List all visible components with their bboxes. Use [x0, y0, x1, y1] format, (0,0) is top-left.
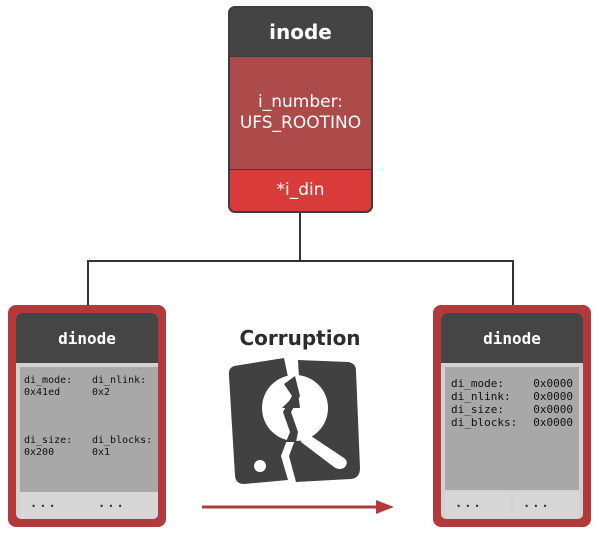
dinode-after-ellipsis-right: ...	[513, 492, 579, 517]
inode-din-pointer: *i_din	[230, 170, 371, 211]
cell-label: di_size:	[24, 435, 73, 446]
field-label: di_nlink:	[451, 390, 511, 403]
dinode-before-ellipsis-right: ...	[88, 492, 158, 519]
connector-right-drop	[512, 260, 514, 306]
cell-label: di_nlink:	[92, 375, 147, 386]
connector-vertical-center	[299, 213, 301, 261]
field-label: di_mode:	[451, 377, 504, 390]
field-row-di-mode: di_mode: 0x0000	[451, 377, 573, 390]
connector-horizontal	[87, 260, 514, 262]
broken-hard-drive-icon	[228, 358, 360, 484]
field-label: di_size:	[451, 403, 504, 416]
cell-value: 0x1	[92, 447, 111, 458]
field-value: 0x0000	[533, 377, 573, 390]
inode-title: inode	[230, 8, 371, 56]
corruption-label: Corruption	[239, 326, 361, 350]
cell-value: 0x200	[24, 447, 55, 458]
field-row-di-size: di_size: 0x0000	[451, 403, 573, 416]
inode-box: inode i_number: UFS_ROOTINO *i_din	[228, 6, 373, 213]
dinode-after-title: dinode	[441, 313, 583, 363]
field-value: 0x0000	[533, 403, 573, 416]
cell-label: di_mode:	[24, 375, 73, 386]
connector-left-drop	[87, 260, 89, 306]
dinode-after-card: dinode di_mode: 0x0000 di_nlink: 0x0000 …	[433, 305, 591, 527]
inode-number-field: i_number: UFS_ROOTINO	[230, 56, 371, 170]
dinode-after-fields: di_mode: 0x0000 di_nlink: 0x0000 di_size…	[445, 367, 579, 490]
dinode-before-title: dinode	[16, 313, 158, 363]
dinode-after-inner: dinode di_mode: 0x0000 di_nlink: 0x0000 …	[441, 313, 583, 519]
field-row-di-nlink: di_nlink: 0x0000	[451, 390, 573, 403]
cell-value: 0x41ed	[24, 387, 61, 398]
dinode-before-card: dinode di_mode: 0x41ed di_nlink: 0x2 di_…	[8, 305, 166, 527]
corruption-arrow	[202, 500, 394, 514]
field-row-di-blocks: di_blocks: 0x0000	[451, 416, 573, 429]
field-label: di_blocks:	[451, 416, 518, 429]
inode-number-value: UFS_ROOTINO	[239, 113, 362, 133]
field-value: 0x0000	[533, 390, 573, 403]
dinode-after-ellipsis-left: ...	[445, 492, 511, 517]
cell-value: 0x2	[92, 387, 111, 398]
field-value: 0x0000	[533, 416, 573, 429]
cell-label: di_blocks:	[92, 435, 153, 446]
inode-number-label: i_number:	[258, 92, 343, 112]
dinode-before-inner: dinode di_mode: 0x41ed di_nlink: 0x2 di_…	[16, 313, 158, 519]
